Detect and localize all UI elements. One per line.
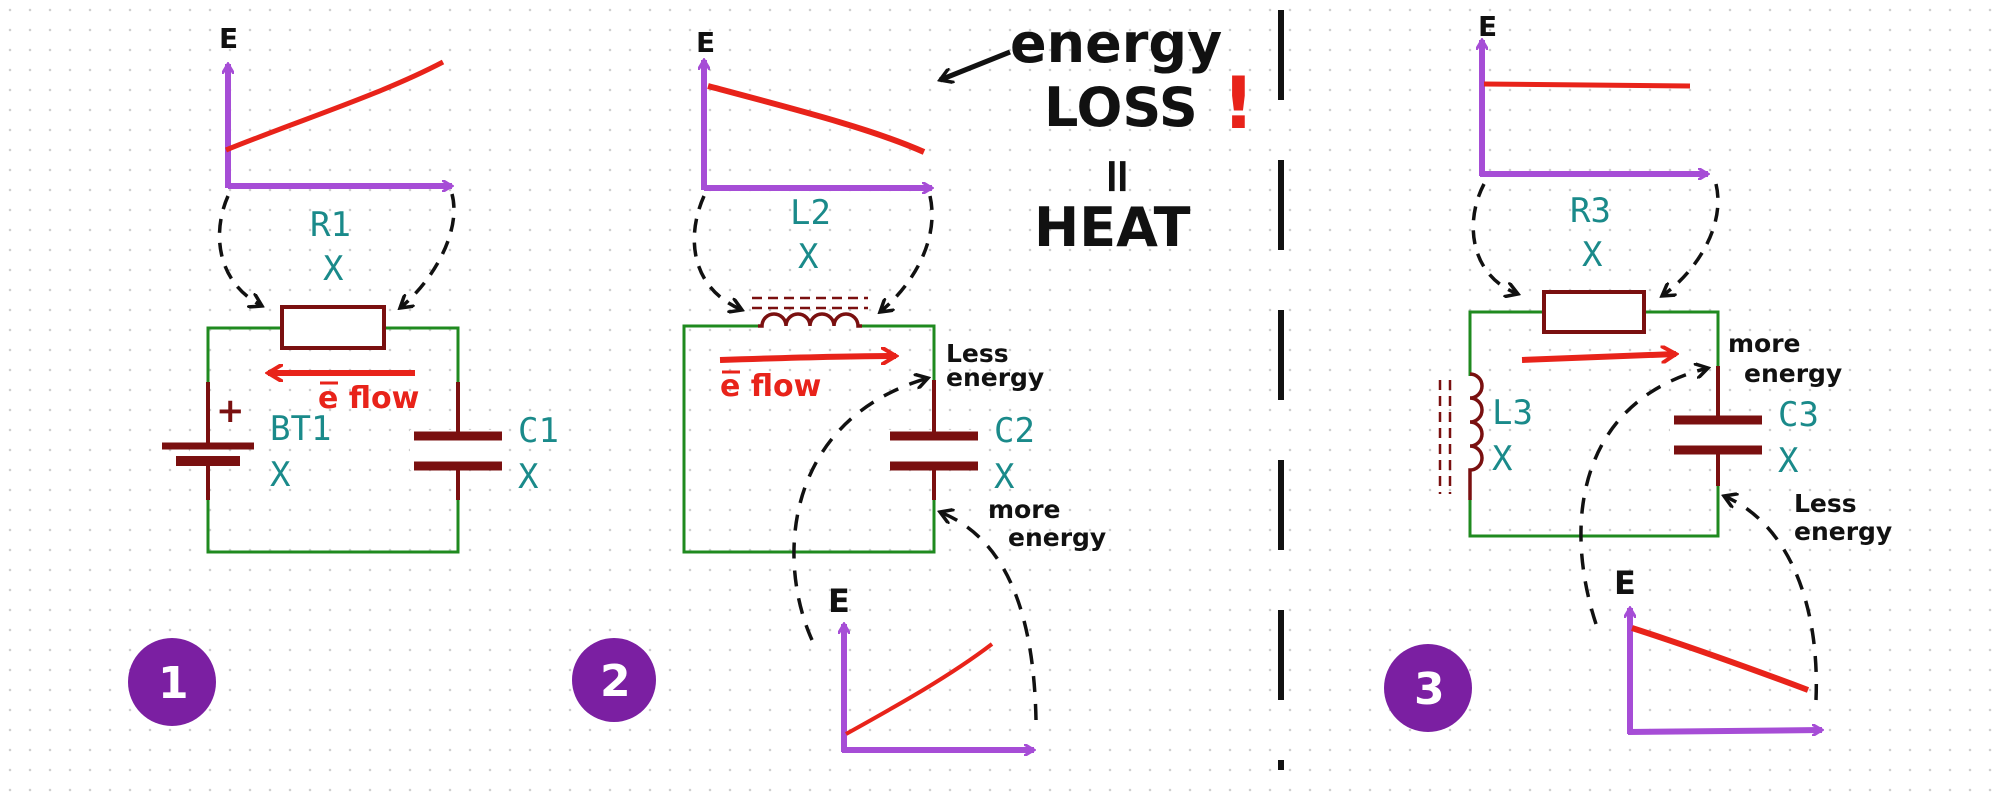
guide-arrow-right	[1662, 183, 1720, 296]
annotation-heat: HEAT	[1034, 196, 1191, 259]
axis-label-e: E	[1614, 564, 1636, 602]
guide-arrow-less	[792, 378, 928, 641]
graph-1: E	[219, 22, 452, 188]
ref-c2: C2	[994, 411, 1035, 451]
ref-r1: R1	[310, 205, 351, 245]
guide-arrow-right	[400, 193, 456, 308]
note-more-energy-line1: more	[1728, 329, 1801, 358]
panel-3: E R3 X L3 X C3 X more energy	[1384, 10, 1892, 734]
inductor-l3	[1438, 372, 1484, 500]
note-more-energy-line2: energy	[1744, 359, 1842, 388]
badge-number-1: 1	[158, 658, 189, 709]
badge-number-3: 3	[1414, 664, 1445, 715]
ref-r3: R3	[1570, 191, 1611, 231]
flow-label-2: e flow	[720, 369, 821, 404]
energy-line-rising	[845, 642, 994, 736]
circuit-wire	[1468, 310, 1720, 538]
guide-arrow-less	[1724, 496, 1819, 701]
x-axis	[1627, 730, 1822, 732]
guide-arrow-more	[940, 512, 1038, 721]
value-c3: X	[1778, 441, 1799, 481]
note-less-energy-line2: energy	[946, 363, 1044, 392]
ref-c1: C1	[518, 411, 559, 451]
panel-2: E L2 X C2 X e flow Less energy more ener	[572, 26, 1106, 752]
value-c1: X	[518, 457, 539, 497]
annotation-energy: energy	[1010, 12, 1222, 75]
note-more-energy-line1: more	[988, 495, 1061, 524]
value-bt1: X	[270, 455, 291, 495]
capacitor-c3	[1670, 366, 1766, 486]
ref-bt1: BT1	[270, 409, 331, 449]
value-r3: X	[1582, 235, 1603, 275]
axis-label-e: E	[696, 26, 715, 59]
capacitor-c2	[886, 380, 982, 500]
energy-line-falling	[707, 83, 926, 155]
flow-arrow-2	[719, 356, 896, 360]
energy-line-falling	[1631, 625, 1810, 693]
axis-label-e: E	[1478, 10, 1497, 43]
badge-2	[572, 638, 656, 722]
axis-label-e: E	[219, 22, 238, 55]
note-less-energy-line1: Less	[946, 339, 1009, 368]
guide-arrow-left	[1471, 183, 1518, 294]
flow-arrow-3	[1521, 354, 1676, 360]
energy-line-flat	[1483, 81, 1691, 89]
graph-3-top: E	[1478, 10, 1708, 176]
note-less-energy-line1: Less	[1794, 489, 1857, 518]
annotation-arrow	[940, 49, 1011, 80]
badge-number-2: 2	[600, 656, 631, 707]
guide-arrow-right	[880, 195, 934, 312]
graph-2-bottom: E	[828, 582, 1034, 752]
panel-1: E R1 X + BT1 X C1 X	[128, 22, 559, 726]
circuit-wire	[682, 324, 936, 554]
ref-l3: L3	[1492, 393, 1533, 433]
guide-arrow-left	[217, 195, 262, 306]
ref-l2: L2	[790, 193, 831, 233]
battery-bt1: +	[162, 382, 254, 500]
badge-3	[1384, 644, 1472, 732]
battery-plus: +	[216, 391, 245, 431]
value-c2: X	[994, 457, 1015, 497]
note-more-energy-line2: energy	[1008, 523, 1106, 552]
energy-line-rising	[225, 59, 445, 153]
note-less-energy-line2: energy	[1794, 517, 1892, 546]
annotation-loss: LOSS	[1044, 76, 1198, 139]
annotation-exclaim: !	[1222, 61, 1255, 145]
graph-2-top: E	[696, 26, 932, 190]
badge-1	[128, 638, 216, 726]
circuit-wire	[206, 326, 460, 554]
value-l3: X	[1492, 439, 1513, 479]
flow-label-1: e flow	[318, 381, 419, 416]
resistor-r3	[1542, 290, 1646, 334]
annotation-equals: =	[1090, 156, 1146, 196]
ref-c3: C3	[1778, 395, 1819, 435]
guide-arrow-more	[1579, 368, 1708, 625]
guide-arrow-left	[692, 195, 742, 310]
value-r1: X	[323, 249, 344, 289]
inductor-l2	[752, 296, 868, 328]
axis-label-e: E	[828, 582, 850, 620]
energy-loss-annotation: energy LOSS ! = HEAT	[940, 12, 1255, 259]
graph-3-bottom: E	[1614, 564, 1822, 734]
value-l2: X	[798, 237, 819, 277]
resistor-r1	[280, 305, 386, 350]
capacitor-c1	[410, 382, 506, 500]
